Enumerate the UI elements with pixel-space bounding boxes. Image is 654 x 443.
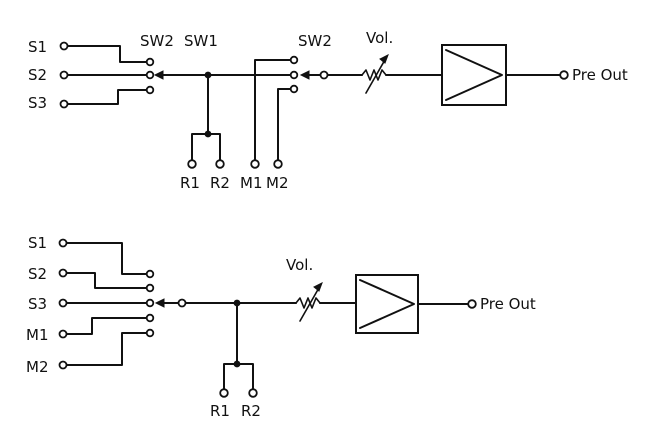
top-sw2-output-terminal: [319, 70, 329, 80]
top-sw-contact-2: [145, 70, 155, 80]
top-monitor-terminal-m1: [250, 159, 260, 169]
top-monitor-terminal-m2: [273, 159, 283, 169]
top-amplifier-triangle: [445, 49, 503, 101]
bottom-input-terminal-m1: [58, 329, 68, 339]
bottom-input-terminal-s2: [58, 268, 68, 278]
bottom-wire-s2: [66, 272, 147, 289]
bottom-input-label-s2: S2: [28, 265, 47, 283]
top-vol-adjust-arrow: [379, 53, 389, 64]
bottom-wire-s1: [66, 242, 147, 275]
top-wire-s1: [67, 45, 147, 63]
top-sw2-contact-upper: [289, 55, 299, 65]
bottom-sw-contact-4: [145, 313, 155, 323]
top-record-label-r1: R1: [180, 174, 200, 192]
top-wire-s3: [67, 89, 147, 105]
bottom-input-label-s1: S1: [28, 234, 47, 252]
bottom-record-terminal-r1: [219, 388, 229, 398]
bottom-record-wire-r1: [223, 363, 238, 390]
bottom-sw-contact-2: [145, 283, 155, 293]
bottom-vol-adjust-line: [299, 285, 321, 322]
bottom-sw-contact-1: [145, 269, 155, 279]
bottom-vol-adjust-arrow: [313, 281, 323, 292]
top-vol-label: Vol.: [366, 29, 393, 47]
bottom-wire-m2: [66, 332, 147, 366]
top-sw-contact-3: [145, 85, 155, 95]
bottom-diagram: S1 S2 S3 M1 M2 R1: [26, 234, 536, 420]
top-record-wire-r2: [207, 133, 221, 161]
top-record-terminal-r2: [215, 159, 225, 169]
top-input-terminal-s1: [59, 41, 69, 51]
top-sw2-label-left: SW2: [140, 32, 174, 50]
bottom-record-wire-r2: [236, 363, 254, 390]
top-amplifier-box: [441, 44, 507, 106]
top-out-label: Pre Out: [572, 66, 628, 84]
top-record-terminal-r1: [187, 159, 197, 169]
top-monitor-label-m1: M1: [240, 174, 263, 192]
top-diagram: S1 S2 S3 SW2 SW1 R1 R2 SW2: [28, 29, 628, 192]
top-record-label-r2: R2: [210, 174, 230, 192]
top-record-wire-r1: [191, 133, 209, 161]
top-input-label-s3: S3: [28, 94, 47, 112]
top-sw1-label: SW1: [184, 32, 218, 50]
bottom-input-terminal-s3: [58, 298, 68, 308]
bottom-out-terminal: [467, 299, 477, 309]
bottom-sw-contact-5: [145, 328, 155, 338]
bottom-sw-contact-3: [145, 298, 155, 308]
bottom-amplifier-box: [355, 274, 419, 334]
top-sw-contact-1: [145, 57, 155, 67]
top-monitor-label-m2: M2: [266, 174, 289, 192]
bottom-input-terminal-s1: [58, 238, 68, 248]
top-vol-resistor: [361, 69, 387, 81]
top-out-terminal: [559, 70, 569, 80]
bottom-record-label-r1: R1: [210, 402, 230, 420]
bottom-input-label-m1: M1: [26, 326, 49, 344]
bottom-out-label: Pre Out: [480, 295, 536, 313]
top-vol-adjust-line: [365, 57, 387, 94]
bottom-input-terminal-m2: [58, 360, 68, 370]
bottom-vol-resistor: [295, 297, 321, 309]
bottom-wire-m1: [66, 317, 147, 335]
bottom-record-label-r2: R2: [241, 402, 261, 420]
top-sw2-contact-mid: [289, 70, 299, 80]
top-monitor-wire-m2: [277, 88, 291, 161]
top-sw2-contact-lower: [289, 84, 299, 94]
bottom-input-label-m2: M2: [26, 358, 49, 376]
bottom-input-label-s3: S3: [28, 295, 47, 313]
top-input-terminal-s3: [59, 99, 69, 109]
bottom-vol-label: Vol.: [286, 256, 313, 274]
top-sw2-label-right: SW2: [298, 32, 332, 50]
top-input-label-s2: S2: [28, 66, 47, 84]
bottom-amplifier-triangle: [359, 279, 415, 329]
top-input-terminal-s2: [59, 70, 69, 80]
top-input-label-s1: S1: [28, 38, 47, 56]
bottom-record-terminal-r2: [248, 388, 258, 398]
bottom-sw-output-terminal: [177, 298, 187, 308]
top-monitor-wire-m1: [254, 59, 291, 161]
